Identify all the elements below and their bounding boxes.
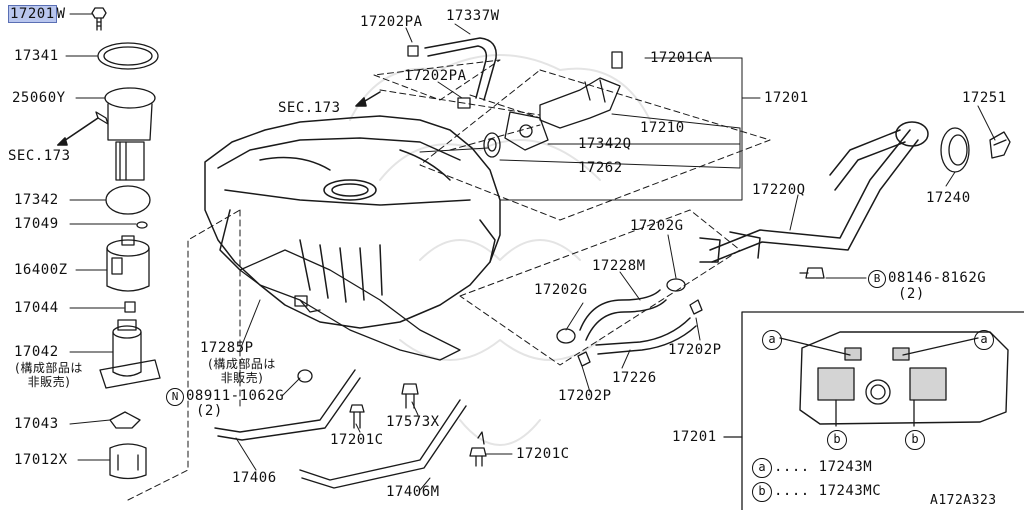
filler-pipe-17210-drawing [539,51,623,129]
hose-17228m-drawing [579,289,667,341]
label-17406m[interactable]: 17406M [386,484,440,500]
gasket-17342-drawing [105,185,151,215]
inset-marker-a-left: a [762,330,782,350]
label-17202p-bottom[interactable]: 17202P [558,388,612,404]
label-17285p-note-2: 非販売) [220,371,264,385]
grommet-17262-drawing [483,132,501,158]
label-sec173-mid[interactable]: SEC.173 [278,100,341,116]
clip-17573x-drawing [401,383,419,409]
sender-unit-25060y-drawing [95,87,156,181]
seal-17240-drawing [940,127,970,173]
label-17210[interactable]: 17210 [640,120,685,136]
label-17202g-left[interactable]: 17202G [534,282,588,298]
label-17226[interactable]: 17226 [612,370,657,386]
legend-17243m[interactable]: .... 17243M [774,459,873,475]
label-17228m[interactable]: 17228M [592,258,646,274]
label-08911-qty: (2) [196,403,223,419]
bolt-17201w-drawing [91,7,107,31]
pump-17042-drawing [99,319,161,389]
lock-ring-17341-drawing [97,42,159,70]
group-box-hoses [459,209,741,366]
label-17201c-right[interactable]: 17201C [516,446,570,462]
label-17406[interactable]: 17406 [232,470,277,486]
nut-08911-drawing [297,369,313,383]
label-17042-note-1: (構成部品は [15,361,83,375]
legend-marker-b: b [752,482,772,502]
bolt-b08146-drawing [799,267,825,279]
highlighted-part-number[interactable]: 17201 [8,5,57,23]
label-08146-qty: (2) [898,286,925,302]
filler-neck-17220q-drawing [699,121,929,263]
label-17042[interactable]: 17042 [14,344,59,360]
strap-17406-drawing [214,369,361,441]
legend-17243mc[interactable]: .... 17243MC [774,483,882,499]
bracket-17012x-drawing [109,443,147,480]
bracket-17043-drawing [109,411,141,429]
label-17201w-suffix: W [56,6,66,22]
label-17201c-mid[interactable]: 17201C [330,432,384,448]
leaders-right [235,23,996,491]
label-17341[interactable]: 17341 [14,48,59,64]
grommet-17044-drawing [124,301,136,313]
bolt-17201c-right-drawing [469,431,487,467]
label-17262[interactable]: 17262 [578,160,623,176]
hose-17226-drawing [595,317,697,355]
clips-17202pa-drawing [407,45,471,109]
inset-marker-b-right: b [905,430,925,450]
dashed-assembly-line [127,59,541,501]
label-17049[interactable]: 17049 [14,216,59,232]
label-16400z[interactable]: 16400Z [14,262,68,278]
label-17201ca[interactable]: 17201CA [650,50,713,66]
strap-17406m-drawing [299,399,467,489]
figure-code: A172A323 [930,493,997,508]
nut-marker-n: N [166,388,184,406]
gasket-17342q-drawing [504,111,549,151]
label-17202p-right[interactable]: 17202P [668,342,722,358]
label-17285p-note-1: (構成部品は [208,357,276,371]
label-17342[interactable]: 17342 [14,192,59,208]
fuel-tank-drawing [204,115,501,329]
legend-marker-a: a [752,458,772,478]
label-17042-note-2: 非販売) [27,375,71,389]
inset-marker-b-left: b [827,430,847,450]
label-17044[interactable]: 17044 [14,300,59,316]
sec173-arrow-mid [355,91,381,107]
label-08146-8162g[interactable]: 08146-8162G [888,270,987,286]
label-17201-top[interactable]: 17201 [764,90,809,106]
label-sec173-left[interactable]: SEC.173 [8,148,71,164]
label-17285p[interactable]: 17285P [200,340,254,356]
label-17573x[interactable]: 17573X [386,414,440,430]
sec173-arrow-left [57,117,99,146]
leaders-left [65,13,137,461]
hose-17337w-drawing [424,37,497,101]
clamps-17202p-drawing [577,299,703,367]
label-17337w[interactable]: 17337W [446,8,500,24]
label-17220q[interactable]: 17220Q [752,182,806,198]
shield-17285p-drawing [239,249,461,361]
label-17202pa-top[interactable]: 17202PA [360,14,423,30]
cap-17251-drawing [989,131,1011,159]
clip-17049-drawing [136,221,148,229]
label-17202pa-mid[interactable]: 17202PA [404,68,467,84]
label-17043[interactable]: 17043 [14,416,59,432]
group-box-17201 [419,69,771,221]
label-17012x[interactable]: 17012X [14,452,68,468]
bolt-marker-b: B [868,270,886,288]
inset-marker-a-right: a [974,330,994,350]
bolt-17201c-mid-drawing [349,404,365,429]
label-17201-inset[interactable]: 17201 [672,429,717,445]
watermark-emblem [349,54,651,446]
inset-panel [723,311,1024,510]
label-17342q[interactable]: 17342Q [578,136,632,152]
label-17202g-right[interactable]: 17202G [630,218,684,234]
label-08911-1062g[interactable]: 08911-1062G [186,388,285,404]
filter-16400z-drawing [106,235,150,292]
label-17240[interactable]: 17240 [926,190,971,206]
label-25060y[interactable]: 25060Y [12,90,66,106]
label-17251[interactable]: 17251 [962,90,1007,106]
